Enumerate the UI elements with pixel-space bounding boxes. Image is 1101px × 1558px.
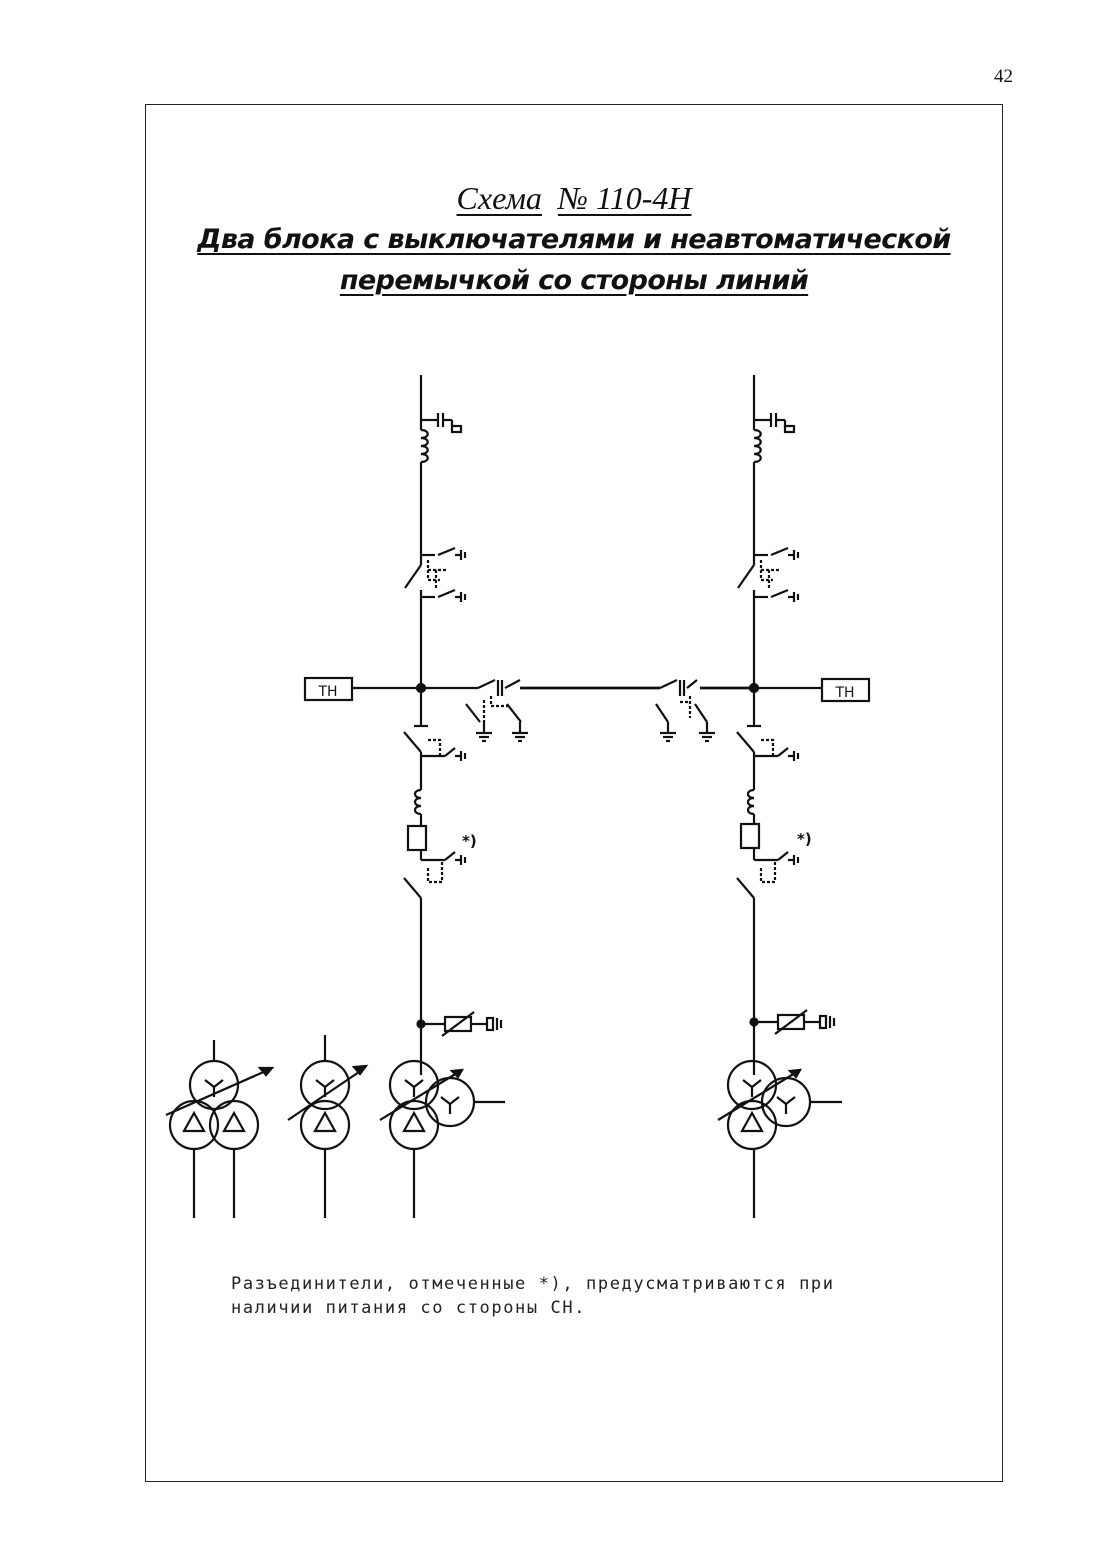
vt-box-right (820, 677, 871, 703)
scheme-title: Схема № 110-4Н (145, 180, 1003, 217)
scheme-title-suffix: -4Н (641, 180, 692, 216)
right-block (655, 375, 871, 1218)
asterisk-mark-left: *) (462, 832, 477, 850)
line-trap-coil-icon (420, 428, 429, 464)
circuit-breaker-right (739, 822, 761, 850)
asterisk-mark-right: *) (797, 830, 812, 848)
vt-label-right: ТН (834, 685, 854, 701)
page-number: 42 (994, 66, 1013, 87)
vt-box-left (303, 676, 354, 702)
scheme-title-number: № 110 (557, 180, 642, 216)
line-disconnector-icon (737, 546, 800, 688)
drawing-frame (145, 104, 1003, 1482)
line-disconnector-icon (404, 546, 467, 688)
scheme-subtitle-line2: перемычкой со стороны линий (339, 265, 809, 296)
coupling-capacitor-icon (421, 413, 463, 434)
coupling-capacitor-icon (754, 413, 796, 434)
line-trap-coil-icon (753, 428, 762, 464)
scheme-subtitle-line1: Два блока с выключателями и неавтоматиче… (197, 224, 951, 255)
scheme-title-prefix: Схема (456, 180, 542, 216)
note-line2: наличии питания со стороны СН. (231, 1298, 587, 1318)
circuit-breaker-left (406, 824, 428, 852)
left-block (303, 375, 660, 1218)
vt-label-left: ТН (317, 684, 337, 700)
transformer-variants (165, 1035, 369, 1218)
note-line1: Разъединители, отмеченные *), предусматр… (231, 1274, 835, 1294)
